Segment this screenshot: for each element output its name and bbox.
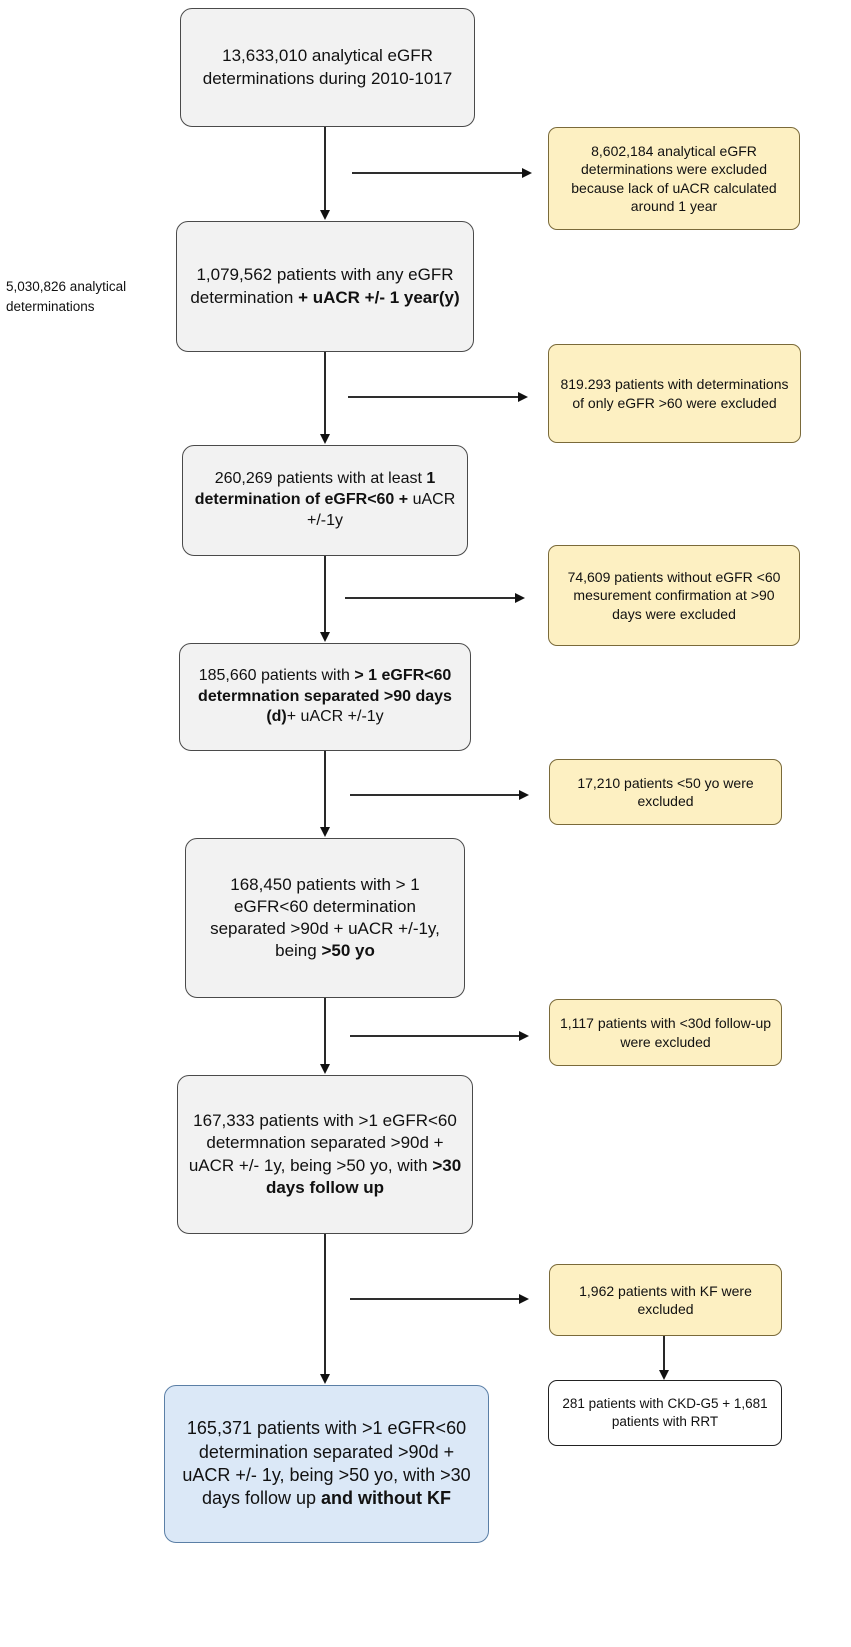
box-text: 17,210 patients <50 yo were excluded [577,774,754,809]
flow-box-total-determinations: 13,633,010 analytical eGFR determination… [180,8,475,127]
side-note-determinations: 5,030,826 analytical determinations [6,279,127,314]
box-text: 8,602,184 analytical eGFR determinations… [571,143,777,214]
flow-box-30-days-follow-up: 167,333 patients with >1 eGFR<60 determn… [177,1075,473,1234]
box-text: 1,962 patients with KF were excluded [579,1282,752,1317]
exclusion-box-only-egfr-over-60: 819.293 patients with determinations of … [548,344,801,443]
exclusion-box-no-uacr: 8,602,184 analytical eGFR determinations… [548,127,800,230]
box-text: 1,117 patients with <30d follow-up were … [559,1015,772,1050]
box-text-bold: + uACR +/- 1 year(y) [298,287,460,307]
flow-box-egfr-under-60: 260,269 patients with at least 1 determi… [182,445,468,556]
box-text: 819.293 patients with determinations of … [560,376,789,411]
box-text-bold: >50 yo [321,941,375,961]
box-text-post: + uACR +/-1y [286,708,384,726]
box-text-bold: 1 determination of eGFR<60 + [194,470,436,509]
box-text: 74,609 patients without eGFR <60 mesurem… [567,569,781,622]
box-text: 168,450 patients with > 1 eGFR<60 determ… [210,874,440,961]
box-text: 165,371 patients with >1 eGFR<60 determi… [182,1418,471,1509]
box-text-post: uACR +/-1y [306,491,456,529]
box-text-bold: > 1 eGFR<60 determnation separated >90 d… [198,666,452,726]
exclusion-box-kidney-failure: 1,962 patients with KF were excluded [549,1264,782,1336]
box-text: 13,633,010 analytical eGFR determination… [202,46,453,88]
box-text-bold: >30 days follow up [265,1155,462,1197]
exclusion-box-under-50: 17,210 patients <50 yo were excluded [549,759,782,825]
box-text-bold: and without KF [321,1488,452,1509]
exclusion-box-short-follow-up: 1,117 patients with <30d follow-up were … [549,999,782,1066]
box-text: 185,660 patients with [198,666,355,684]
box-text: 281 patients with CKD-G5 + 1,681 patient… [562,1396,768,1429]
box-text: 1,079,562 patients with any eGFR determi… [190,265,454,307]
breakdown-box-ckd-rrt: 281 patients with CKD-G5 + 1,681 patient… [548,1380,782,1446]
exclusion-box-no-confirmation: 74,609 patients without eGFR <60 mesurem… [548,545,800,646]
box-text: 167,333 patients with >1 eGFR<60 determn… [188,1111,457,1175]
flow-box-any-egfr-uacr: 1,079,562 patients with any eGFR determi… [176,221,474,352]
flow-box-final-cohort: 165,371 patients with >1 eGFR<60 determi… [164,1385,489,1543]
flow-box-separated-90-days: 185,660 patients with > 1 eGFR<60 determ… [179,643,471,751]
flow-box-over-50-yo: 168,450 patients with > 1 eGFR<60 determ… [185,838,465,998]
box-text: 260,269 patients with at least [214,470,427,488]
